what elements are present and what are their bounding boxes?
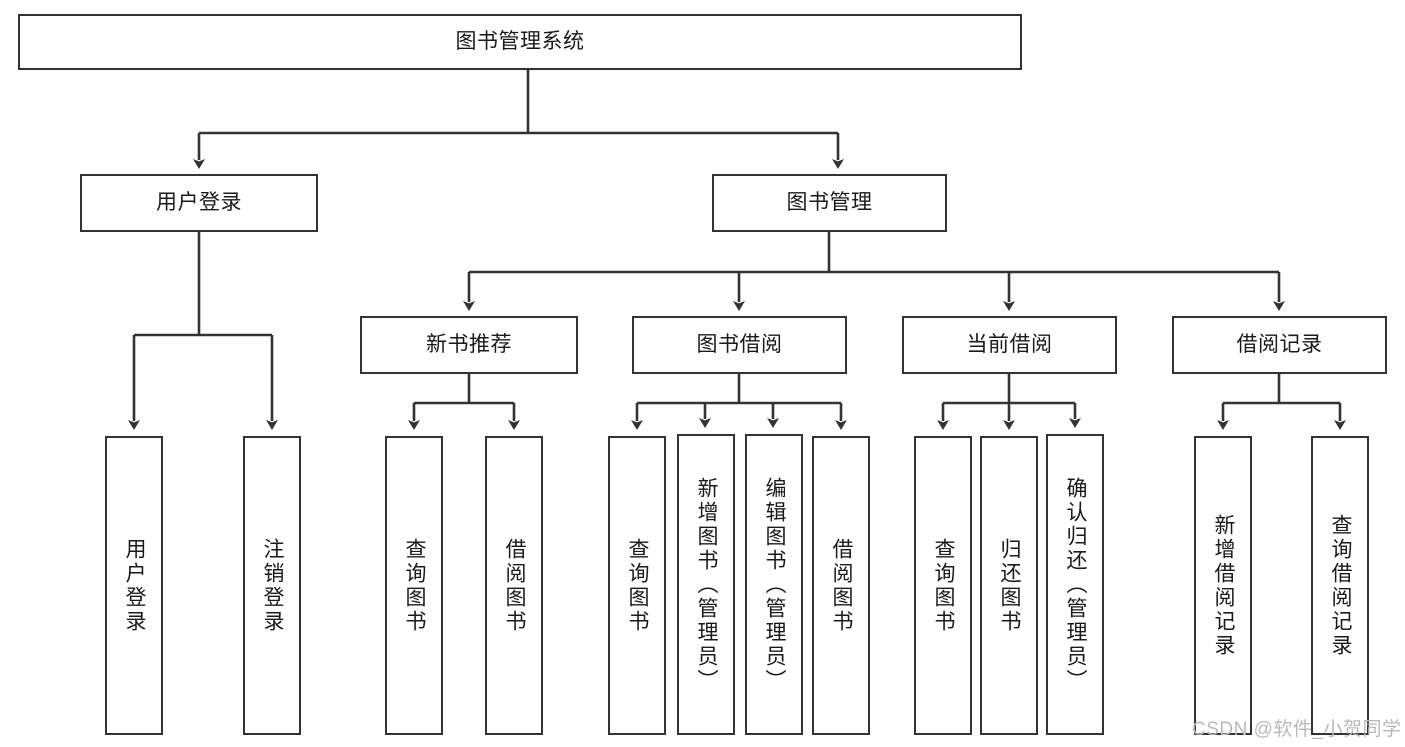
node-current-borrow[interactable]: 当前借阅	[902, 316, 1117, 374]
node-leaf-bb-query-book[interactable]: 查询图书	[608, 436, 666, 735]
node-leaf-cb-return-book-label: 归还图书	[998, 537, 1022, 634]
node-book-borrow[interactable]: 图书借阅	[632, 316, 847, 374]
node-leaf-rec-borrow-book-label: 借阅图书	[503, 537, 527, 634]
node-current-borrow-label: 当前借阅	[966, 332, 1053, 356]
node-leaf-br-add-record[interactable]: 新增借阅记录	[1194, 436, 1252, 735]
node-user-login[interactable]: 用户登录	[80, 174, 318, 232]
node-book-manage-label: 图书管理	[786, 190, 873, 214]
node-leaf-bb-query-book-label: 查询图书	[626, 537, 650, 634]
node-borrow-record-label: 借阅记录	[1236, 332, 1323, 356]
node-leaf-rec-borrow-book[interactable]: 借阅图书	[485, 436, 543, 735]
node-leaf-br-query-record[interactable]: 查询借阅记录	[1311, 436, 1369, 735]
node-leaf-logout[interactable]: 注销登录	[243, 436, 301, 735]
node-leaf-bb-borrow-book-label: 借阅图书	[830, 537, 854, 634]
node-leaf-bb-edit-book-label: 编辑图书（管理员）	[763, 476, 787, 693]
node-leaf-cb-query-book-label: 查询图书	[932, 537, 956, 634]
node-leaf-br-add-record-label: 新增借阅记录	[1212, 513, 1236, 658]
node-leaf-bb-edit-book[interactable]: 编辑图书（管理员）	[745, 434, 803, 735]
node-book-borrow-label: 图书借阅	[696, 332, 783, 356]
node-leaf-bb-add-book-label: 新增图书（管理员）	[695, 476, 719, 693]
node-new-book-recommend-label: 新书推荐	[426, 332, 512, 356]
node-borrow-record[interactable]: 借阅记录	[1172, 316, 1387, 374]
node-leaf-logout-label: 注销登录	[261, 537, 285, 634]
node-leaf-br-query-record-label: 查询借阅记录	[1329, 513, 1353, 658]
node-leaf-rec-query-book[interactable]: 查询图书	[385, 436, 443, 735]
node-leaf-bb-add-book[interactable]: 新增图书（管理员）	[677, 434, 735, 735]
node-leaf-rec-query-book-label: 查询图书	[403, 537, 427, 634]
node-leaf-cb-confirm-return[interactable]: 确认归还（管理员）	[1046, 434, 1104, 735]
csdn-watermark: CSDN @软件_小贺同学	[1192, 719, 1402, 740]
node-root[interactable]: 图书管理系统	[18, 14, 1022, 70]
node-leaf-user-login-label: 用户登录	[123, 537, 147, 634]
node-leaf-cb-query-book[interactable]: 查询图书	[914, 436, 972, 735]
node-leaf-cb-return-book[interactable]: 归还图书	[980, 436, 1038, 735]
node-leaf-cb-confirm-return-label: 确认归还（管理员）	[1064, 476, 1088, 693]
node-book-manage[interactable]: 图书管理	[712, 174, 947, 232]
node-leaf-user-login[interactable]: 用户登录	[105, 436, 163, 735]
node-new-book-recommend[interactable]: 新书推荐	[360, 316, 578, 374]
node-root-label: 图书管理系统	[455, 29, 585, 53]
node-user-login-label: 用户登录	[156, 190, 242, 214]
node-leaf-bb-borrow-book[interactable]: 借阅图书	[812, 436, 870, 735]
